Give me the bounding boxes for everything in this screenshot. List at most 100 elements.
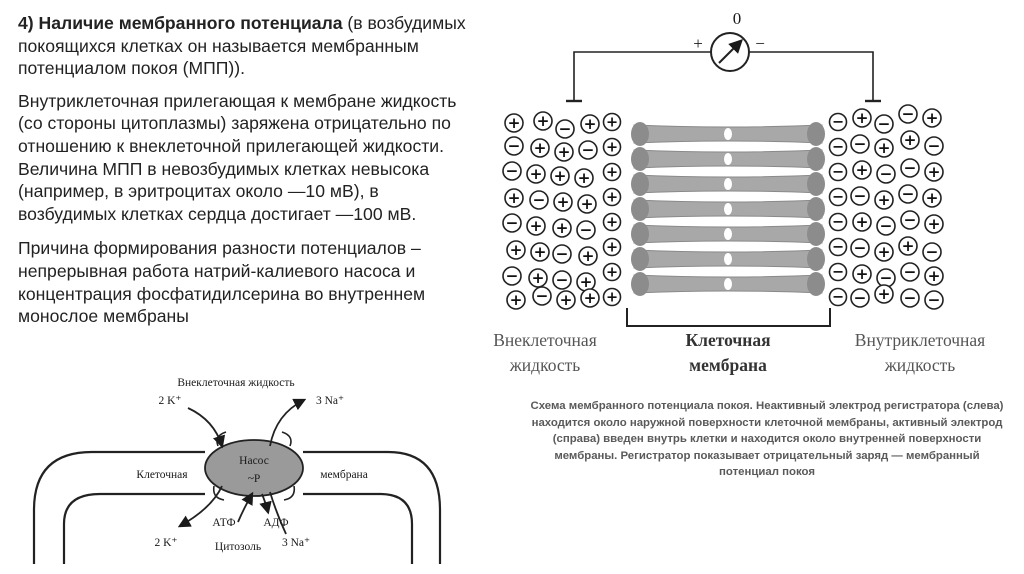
heading-membrane-potential: 4) Наличие мембранного потенциала	[18, 13, 343, 33]
ion-intracellular-cation: +	[874, 138, 894, 158]
atp-arrow	[237, 491, 254, 523]
ion-extracellular-cation: +	[528, 268, 548, 288]
ion-extracellular-cation: +	[574, 168, 594, 188]
lipid-bilayer	[631, 122, 825, 296]
svg-text:−: −	[832, 215, 844, 231]
label-na-bottom: 3 Na⁺	[282, 537, 310, 549]
ion-intracellular-cation: +	[852, 108, 872, 128]
svg-text:+: +	[856, 109, 869, 127]
svg-text:+: +	[510, 241, 523, 259]
svg-text:+: +	[606, 190, 618, 206]
ion-extracellular-cation: +	[552, 218, 572, 238]
lipid-head-left	[631, 222, 649, 246]
ion-intracellular-cation: +	[874, 284, 894, 304]
adp-arrow	[259, 493, 272, 515]
svg-text:−: −	[508, 137, 521, 155]
svg-text:+: +	[928, 215, 941, 233]
lipid-head-right	[807, 197, 825, 221]
ion-intracellular-cation: +	[922, 188, 942, 208]
ion-intracellular-anion: −	[850, 288, 870, 308]
svg-text:+: +	[878, 191, 891, 209]
ion-intracellular-cation: +	[852, 212, 872, 232]
ion-extracellular-cation: +	[550, 166, 570, 186]
ion-extracellular-anion: −	[555, 119, 575, 139]
ion-extracellular-cation: +	[530, 242, 550, 262]
svg-text:−: −	[854, 135, 867, 153]
ion-cation-outer-surface: +	[602, 187, 622, 207]
membrane-inner-line	[62, 492, 414, 564]
svg-text:+: +	[584, 115, 597, 133]
lipid-gap	[724, 228, 732, 240]
svg-text:+: +	[928, 163, 941, 181]
svg-text:−: −	[832, 240, 844, 256]
ion-extracellular-anion: −	[502, 266, 522, 286]
svg-text:−: −	[854, 239, 867, 257]
svg-text:−: −	[506, 267, 519, 285]
lipid-gap	[724, 153, 732, 165]
ion-intracellular-anion: −	[850, 186, 870, 206]
lipid-head-right	[807, 122, 825, 146]
svg-text:−: −	[854, 187, 867, 205]
ion-intracellular-cation: +	[874, 190, 894, 210]
ion-extracellular-anion: −	[552, 270, 572, 290]
intracellular-ions: −−−−−−−−+−−+−++−+−−+−+−++−−+−++−+−−+−+−−	[828, 104, 944, 310]
ion-arrows	[177, 398, 307, 535]
ion-intracellular-cation: +	[922, 108, 942, 128]
ion-cation-outer-surface: +	[602, 112, 622, 132]
svg-text:+: +	[878, 285, 891, 303]
lipid-head-left	[631, 147, 649, 171]
ion-extracellular-cation: +	[530, 138, 550, 158]
ion-extracellular-cation: +	[553, 192, 573, 212]
ion-intracellular-anion: −	[898, 184, 918, 204]
voltmeter-zero-label: 0	[733, 9, 742, 28]
label-membrane-1: Клеточная	[685, 330, 770, 350]
ion-anion-inner-surface: −	[828, 137, 848, 157]
ion-cation-outer-surface: +	[602, 137, 622, 157]
label-atp: АТФ	[212, 517, 235, 529]
svg-text:+: +	[606, 140, 618, 156]
ion-extracellular-cation: +	[504, 188, 524, 208]
label-adp: АДФ	[263, 517, 288, 529]
svg-text:+: +	[556, 219, 569, 237]
ion-extracellular-anion: −	[532, 286, 552, 306]
svg-text:+: +	[508, 189, 521, 207]
svg-text:+: +	[530, 217, 543, 235]
svg-text:+: +	[557, 193, 570, 211]
ion-extracellular-anion: −	[552, 244, 572, 264]
svg-text:+: +	[856, 265, 869, 283]
lipid-head-left	[631, 247, 649, 271]
lipid-gap	[724, 253, 732, 265]
svg-text:+: +	[878, 243, 891, 261]
svg-text:+: +	[532, 269, 545, 287]
svg-text:+: +	[928, 267, 941, 285]
svg-text:−: −	[904, 211, 917, 229]
ion-cation-outer-surface: +	[602, 162, 622, 182]
svg-text:+: +	[606, 165, 618, 181]
lipid-head-right	[807, 247, 825, 271]
svg-text:+: +	[578, 169, 591, 187]
ion-extracellular-cation: +	[526, 216, 546, 236]
ion-cation-outer-surface: +	[602, 287, 622, 307]
ion-extracellular-cation: +	[556, 290, 576, 310]
svg-text:+: +	[902, 237, 915, 255]
ion-extracellular-anion: −	[502, 161, 522, 181]
svg-text:+: +	[534, 139, 547, 157]
ion-extracellular-anion: −	[502, 213, 522, 233]
ion-anion-inner-surface: −	[828, 162, 848, 182]
ion-extracellular-cation: +	[577, 194, 597, 214]
lipid-gap	[724, 178, 732, 190]
label-extracellular-2: жидкость	[509, 355, 581, 375]
svg-text:−: −	[832, 165, 844, 181]
ion-intracellular-anion: −	[924, 290, 944, 310]
svg-text:−: −	[904, 263, 917, 281]
label-extracellular-fluid: Внеклеточная жидкость	[177, 377, 294, 389]
extracellular-ions: ++−+−++−−++++−++−++−++−+−+−++−++++++++++	[502, 111, 622, 310]
ion-intracellular-cation: +	[924, 162, 944, 182]
svg-text:−: −	[928, 291, 941, 309]
ion-extracellular-cation: +	[506, 290, 526, 310]
svg-text:−: −	[832, 290, 844, 306]
svg-text:−: −	[880, 269, 893, 287]
paragraph-membrane-potential-text: (в возбудимых покоящихся клетках он назы…	[18, 13, 466, 79]
ion-intracellular-anion: −	[876, 164, 896, 184]
